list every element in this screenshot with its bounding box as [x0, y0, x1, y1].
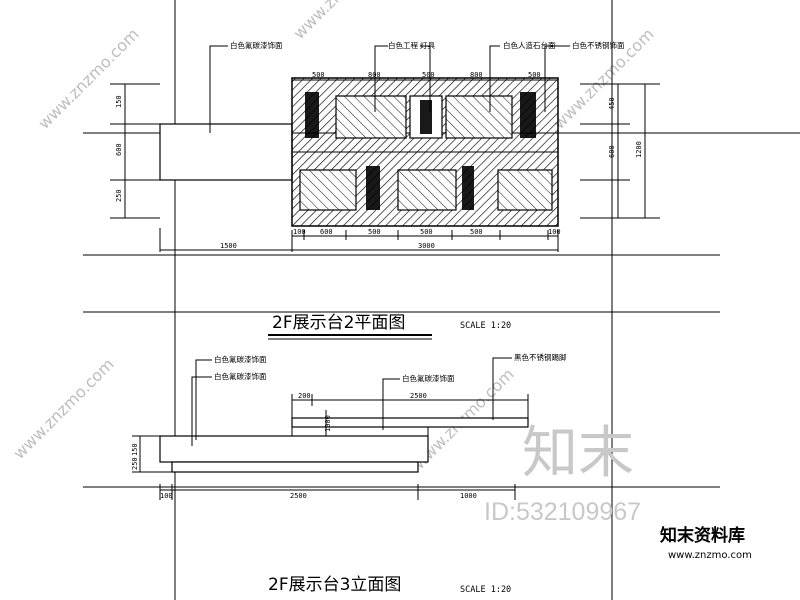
watermark-diagonal-2: www.znzmo.com [289, 0, 397, 43]
callout-label: 白色氟碳漆饰面 [230, 40, 283, 50]
plan-dims-top: 500 800 500 800 500 [312, 71, 541, 79]
elev-middle-body [159, 435, 429, 463]
dim-label: 1000 [460, 492, 477, 500]
dim-label: 600 [320, 228, 333, 236]
callout-label: 白色氟碳漆饰面 [402, 373, 455, 383]
dim-label: 2500 [290, 492, 307, 500]
elevation-scale: SCALE 1:20 [460, 585, 511, 595]
watermark-diagonal-3: www.znzmo.com [9, 355, 117, 463]
dim-label: 500 [470, 228, 483, 236]
dim-label: 250 [115, 189, 123, 202]
dim-label: 1500 [220, 242, 237, 250]
plan-callouts: 白色氟碳漆饰面 白色工程 灯具 白色人造石台面 白色不锈钢饰面 [230, 40, 625, 50]
dim-label: 3000 [418, 242, 435, 250]
callout-label: 白色氟碳漆饰面 [214, 354, 267, 364]
dim-label: 450 [608, 97, 616, 110]
plan-dims-bottom: 100 600 500 500 500 100 1500 3000 [220, 228, 561, 250]
callout-label: 黑色不锈钢踢脚 [514, 352, 567, 362]
watermark-logo-url: www.znzmo.com [668, 550, 752, 561]
plan-left-stub [159, 123, 293, 181]
dim-label: 200 [298, 392, 311, 400]
plan-view: 500 800 500 800 500 100 600 500 500 500 [110, 40, 660, 340]
callout-label: 灯具 [420, 40, 435, 50]
watermark-text: www.znzmo.com [34, 25, 142, 133]
dim-label: 500 [312, 71, 325, 79]
elevation-view: 200 2500 100 2500 1000 150 250 1000 白色氟碳… [131, 352, 567, 595]
callout-label: 白色人造石台面 [503, 40, 556, 50]
dim-label: 500 [420, 228, 433, 236]
dim-label: 500 [528, 71, 541, 79]
plan-dims-right: 450 600 1200 [608, 97, 643, 158]
watermark-logo-text: 知末资料库 [659, 525, 745, 546]
watermark-text: www.znzmo.com [289, 0, 397, 43]
plan-callout-leaders [209, 45, 570, 133]
elev-top-slab [291, 417, 529, 428]
elev-callouts: 白色氟碳漆饰面 白色氟碳漆饰面 白色氟碳漆饰面 黑色不锈钢踢脚 [214, 352, 567, 383]
elev-dims: 200 2500 100 2500 1000 150 250 1000 [131, 392, 477, 500]
dim-label: 100 [293, 228, 306, 236]
callout-label: 白色工程 [388, 40, 418, 50]
dim-label: 500 [368, 228, 381, 236]
watermark-diagonal-1: www.znzmo.com [34, 25, 142, 133]
watermark-logo: 知末资料库 www.znzmo.com [657, 519, 791, 565]
callout-label: 白色不锈钢饰面 [572, 40, 625, 50]
dim-label: 150 [115, 95, 123, 108]
plan-title: 2F展示台2平面图 [272, 313, 405, 333]
watermark-text: www.znzmo.com [9, 355, 117, 463]
watermark-id: ID:532109967 [484, 498, 641, 526]
dim-label: 800 [368, 71, 381, 79]
dim-label: 100 [160, 492, 173, 500]
dim-label: 250 [131, 457, 139, 470]
dim-label: 150 [131, 443, 139, 456]
dim-label: 800 [470, 71, 483, 79]
dim-label: 600 [608, 145, 616, 158]
dim-label: 100 [548, 228, 561, 236]
dim-label: 1000 [324, 415, 332, 432]
dim-label: 500 [422, 71, 435, 79]
plan-dims-left: 150 600 250 [115, 95, 123, 202]
dim-label: 600 [115, 143, 123, 156]
watermark-brand: 知末 [522, 421, 634, 484]
dim-label: 2500 [410, 392, 427, 400]
dim-label: 1200 [635, 141, 643, 158]
callout-label: 白色氟碳漆饰面 [214, 371, 267, 381]
elevation-title: 2F展示台3立面图 [268, 575, 401, 595]
plan-scale: SCALE 1:20 [460, 321, 511, 331]
elev-callout-leaders [191, 357, 512, 446]
elev-base [171, 461, 419, 473]
